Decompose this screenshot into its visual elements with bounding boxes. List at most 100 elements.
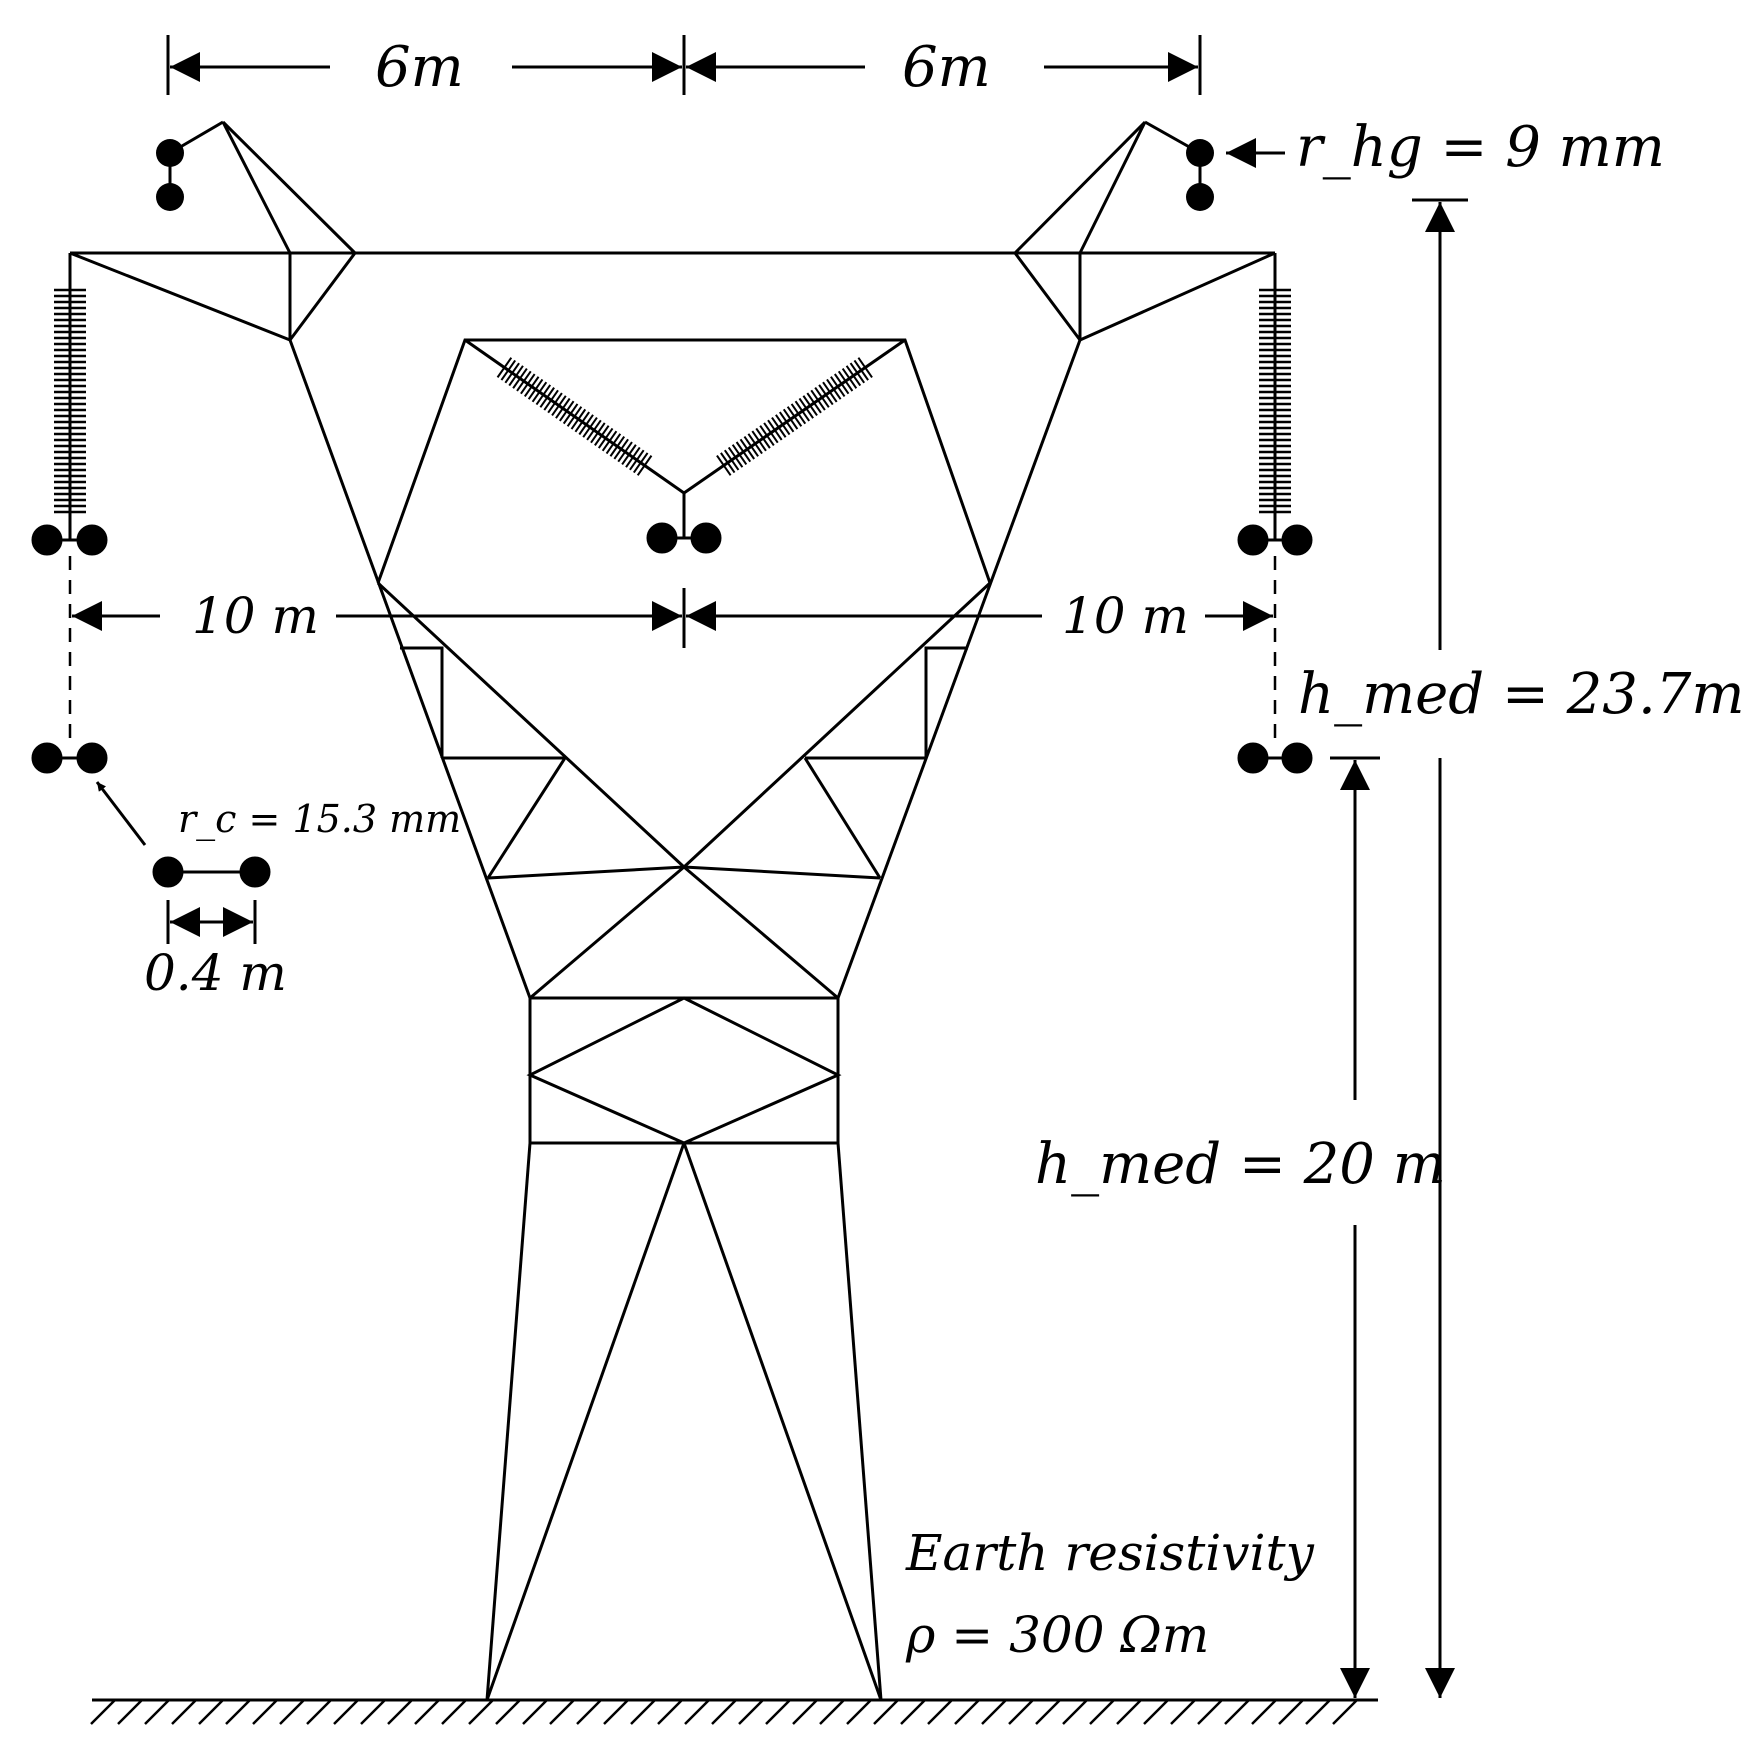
insulator-disc xyxy=(767,419,783,441)
insulator-disc xyxy=(500,359,517,381)
ground-hatch-mark xyxy=(306,1699,332,1725)
insulator-disc xyxy=(845,365,862,387)
insulator-disc xyxy=(857,357,873,378)
ground-hatch-mark xyxy=(1143,1699,1169,1725)
insulator-disc xyxy=(794,400,811,422)
insulator-disc xyxy=(543,389,559,411)
sag-dashed-lines xyxy=(68,556,1277,744)
ground-hatch-mark xyxy=(1170,1699,1196,1725)
top-span-left-label: 6m xyxy=(375,35,464,100)
ground-hatch-mark xyxy=(981,1699,1007,1725)
ground-hatch-mark xyxy=(495,1699,521,1725)
ground-hatch-mark xyxy=(1062,1699,1088,1725)
ground-hatch-mark xyxy=(1089,1699,1115,1725)
insulator-disc xyxy=(814,387,830,408)
ground-hatch-mark xyxy=(1278,1699,1304,1725)
ground-hatch-mark xyxy=(279,1699,305,1725)
ground-hatch-mark xyxy=(576,1699,602,1725)
insulator-disc xyxy=(755,427,771,449)
insulator-disc xyxy=(763,422,779,444)
height-phase-label: h_med = 20 m xyxy=(1035,1132,1446,1197)
insulator-disc xyxy=(802,395,818,417)
ground-hatch-mark xyxy=(684,1699,710,1725)
insulator-disc xyxy=(790,403,807,425)
height-ground-wire-label: h_med = 23.7m xyxy=(1298,662,1744,727)
phase-conductor-right xyxy=(1237,524,1313,556)
insulator-disc xyxy=(778,411,795,433)
conductor-radius-label: r_c = 15.3 mm xyxy=(178,797,461,842)
ground-hatch-mark xyxy=(198,1699,224,1725)
insulator-disc xyxy=(574,411,590,433)
insulator-disc xyxy=(826,378,842,400)
ground-hatch-mark xyxy=(900,1699,926,1725)
insulator-disc xyxy=(720,452,736,474)
insulator-disc xyxy=(731,444,748,466)
insulator-disc xyxy=(625,446,641,468)
insulator-disc xyxy=(512,368,528,389)
insulator-disc xyxy=(837,370,854,392)
ground-hatch-mark xyxy=(1224,1699,1250,1725)
sag-conductor-left xyxy=(31,742,108,774)
earth-resistivity-value: ρ = 300 Ωm xyxy=(905,1606,1209,1664)
insulator-disc xyxy=(496,357,513,378)
ground-hatch-mark xyxy=(711,1699,737,1725)
insulator-disc xyxy=(853,359,869,381)
ground-hatch-mark xyxy=(117,1699,143,1725)
ground-wire-left xyxy=(156,139,184,211)
ground-hatch-mark xyxy=(90,1699,116,1725)
ground-hatch-mark xyxy=(792,1699,818,1725)
ground-hatch-mark xyxy=(1008,1699,1034,1725)
insulator-disc xyxy=(613,438,629,460)
insulator-disc xyxy=(523,376,540,397)
ground-wire-radius-label: r_hg = 9 mm xyxy=(1296,115,1665,180)
insulator-disc xyxy=(531,381,548,403)
phase-span-left-label: 10 m xyxy=(192,587,319,645)
insulator-disc xyxy=(810,389,826,411)
ground-hatch-mark xyxy=(252,1699,278,1725)
phase-conductor-middle xyxy=(646,522,722,554)
insulator-disc xyxy=(775,414,791,436)
insulator-disc xyxy=(818,384,834,406)
insulator-disc xyxy=(830,376,846,398)
insulator-disc xyxy=(833,373,850,395)
ground-hatch-mark xyxy=(630,1699,656,1725)
insulator-disc xyxy=(516,370,532,392)
right-insulator-string xyxy=(1259,288,1291,514)
dimension-lines xyxy=(72,35,1468,1698)
ground-hatch-mark xyxy=(765,1699,791,1725)
insulator-disc xyxy=(759,425,775,446)
tower-frame xyxy=(68,120,1277,1701)
insulator-disc xyxy=(735,441,752,463)
insulator-disc xyxy=(520,373,536,395)
insulator-disc xyxy=(594,425,610,446)
insulator-disc xyxy=(547,392,563,414)
insulator-disc xyxy=(786,406,803,427)
ground-hatch-mark xyxy=(873,1699,899,1725)
ground-hatch-mark xyxy=(1305,1699,1331,1725)
insulator-disc xyxy=(806,392,822,414)
bundle-detail xyxy=(152,856,271,888)
middle-insulator-right xyxy=(716,357,873,476)
ground-hatch-mark xyxy=(657,1699,683,1725)
earth-resistivity-title: Earth resistivity xyxy=(905,1524,1315,1582)
insulator-disc xyxy=(555,397,571,419)
insulator-disc xyxy=(723,449,740,471)
insulator-disc xyxy=(841,367,858,389)
top-span-right-label: 6m xyxy=(902,35,991,100)
insulator-disc xyxy=(636,455,653,476)
ground-hatch-mark xyxy=(144,1699,170,1725)
ground-hatch-mark xyxy=(1332,1699,1358,1725)
sag-conductor-right xyxy=(1237,742,1313,774)
left-insulator-string xyxy=(54,288,86,514)
ground-hatch-mark xyxy=(1035,1699,1061,1725)
insulator-disc xyxy=(849,362,866,384)
insulator-disc xyxy=(621,444,637,465)
insulator-disc xyxy=(527,378,544,400)
ground-hatch-mark xyxy=(954,1699,980,1725)
ground-hatch-mark xyxy=(819,1699,845,1725)
middle-insulator-left xyxy=(496,357,653,476)
insulator-disc xyxy=(822,381,838,403)
ground-hatch-mark xyxy=(387,1699,413,1725)
ground-hatch-mark xyxy=(927,1699,953,1725)
